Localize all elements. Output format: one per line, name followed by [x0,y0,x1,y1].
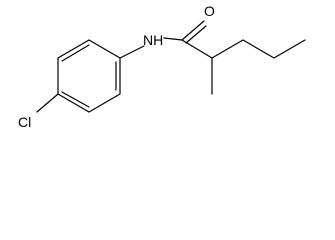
carbonyl-bond [181,20,205,41]
c-c-bond [181,39,213,59]
ring-bond [61,44,90,62]
carbonyl-bond [185,25,207,44]
nitrogen-label: NH [143,32,163,48]
chain-bond [211,39,244,59]
ring-bond [88,39,121,59]
n-c-bond [163,37,183,41]
c-n-bond [119,45,145,59]
ring-bond [61,91,90,108]
oxygen-label: O [204,3,215,19]
molecule-structure: O NH Cl [18,3,306,130]
ring-bond [57,39,90,59]
chlorine-label: Cl [18,114,31,130]
chain-bond [273,39,306,59]
c-cl-bond [36,93,59,113]
benzene-ring [57,39,121,113]
chain-bond [242,39,275,59]
ring-bond [88,93,121,113]
ring-bond [57,93,90,113]
